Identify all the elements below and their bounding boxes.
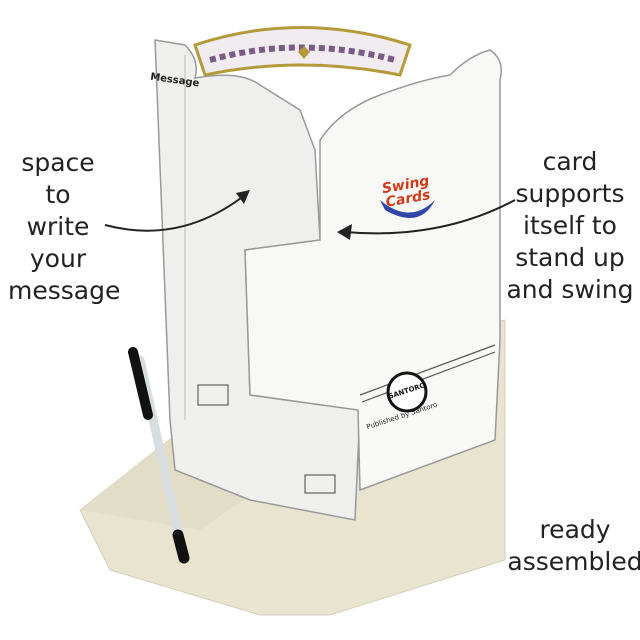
annotation-line: supports <box>515 179 625 208</box>
arrowhead-left-icon <box>236 190 250 204</box>
annotation-line: ready <box>539 515 611 544</box>
annotation-line: and swing <box>506 275 634 304</box>
arrow-right <box>344 199 516 235</box>
arrowhead-right-icon <box>337 224 352 240</box>
annotation-ready-assembled: ready assembled <box>505 514 640 578</box>
annotation-line: assembled <box>507 547 640 576</box>
annotation-line: write <box>26 212 90 241</box>
annotation-line: your <box>29 244 87 273</box>
santoro-seal <box>386 371 428 413</box>
pen <box>128 347 190 564</box>
barcode <box>197 384 336 494</box>
annotation-line: card <box>542 147 598 176</box>
arrow-left <box>104 194 246 232</box>
annotation-stand-up: card supports itself to stand up and swi… <box>500 146 640 306</box>
annotation-line: stand up <box>515 243 625 272</box>
card-right-panel <box>244 49 502 492</box>
swing-cards-logo-swoosh <box>380 200 435 218</box>
tiara-top <box>193 26 412 77</box>
annotation-line: message <box>8 276 121 305</box>
annotation-line: space to <box>21 148 95 209</box>
annotation-write-message: space to write your message <box>8 147 121 307</box>
annotation-line: itself to <box>523 211 617 240</box>
